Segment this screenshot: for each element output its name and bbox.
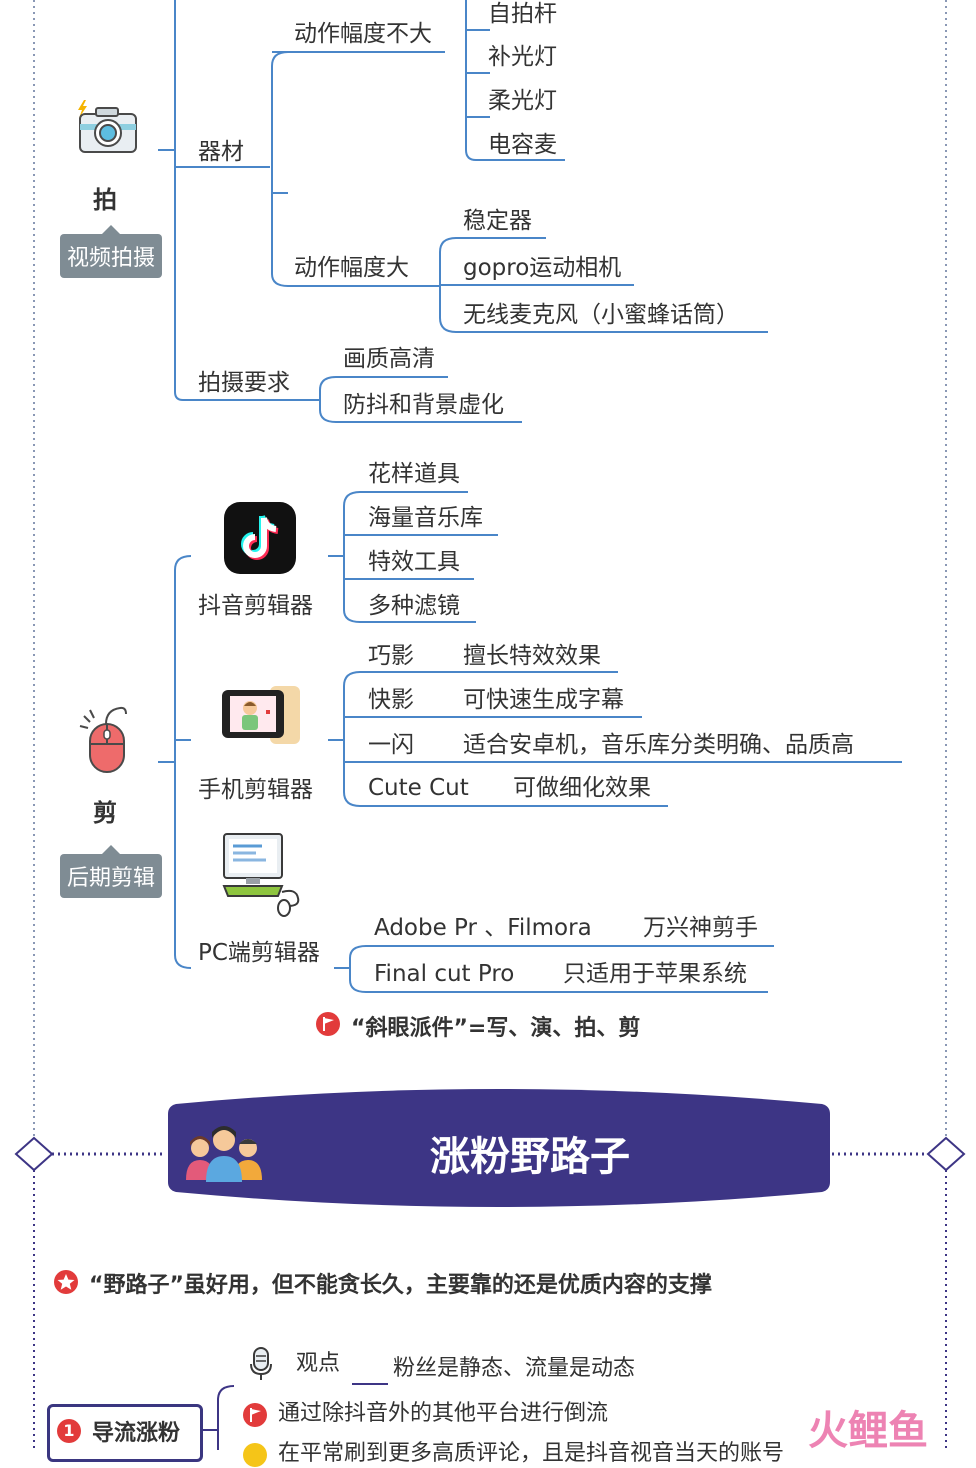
node-app-cutecut-desc: 可做细化效果 [513, 775, 651, 801]
node-small-motion: 动作幅度不大 [294, 21, 432, 47]
node-music-library: 海量音乐库 [368, 505, 483, 531]
tag-video-shooting: 视频拍摄 [60, 225, 163, 278]
number-badge-text: 1 [63, 1421, 75, 1440]
bulb-icon [243, 1443, 267, 1467]
tag-post-editing: 后期剪辑 [60, 845, 163, 898]
node-app-finalcut: Final cut Pro [374, 961, 515, 987]
category-shoot: 拍 [93, 186, 117, 214]
node-app-finalcut-desc: 只适用于苹果系统 [563, 961, 747, 987]
node-app-adobe-filmora: Adobe Pr 、Filmora [374, 915, 592, 941]
node-wireless-mic: 无线麦克风（小蜜蜂话筒） [463, 302, 739, 328]
star-badge-icon [54, 1270, 78, 1294]
mouse-icon [79, 706, 127, 773]
section-banner [168, 1089, 830, 1207]
node-app-yishan: 一闪 [368, 732, 414, 758]
section-title: 涨粉野路子 [430, 1134, 630, 1180]
node-shoot-requirements: 拍摄要求 [198, 370, 290, 396]
node-equipment: 器材 [198, 139, 244, 165]
node-viewpoint: 观点 [296, 1351, 341, 1376]
microphone-icon [250, 1347, 272, 1380]
flag-icon-2 [243, 1403, 267, 1427]
number-badge [57, 1419, 81, 1443]
node-gopro: gopro运动相机 [463, 255, 622, 281]
node-selfie-stick: 自拍杆 [488, 1, 557, 27]
node-stabilizer: 稳定器 [463, 208, 532, 234]
node-effects-tool: 特效工具 [368, 549, 460, 575]
node-app-kuaiying-desc: 可快速生成字幕 [463, 687, 624, 713]
group-people-icon [186, 1126, 262, 1182]
node-app-kuaiying: 快影 [368, 687, 414, 713]
node-fill-light: 补光灯 [488, 44, 557, 70]
guide-label: 导流涨粉 [92, 1421, 181, 1446]
summary-note: “斜眼派件”=写、演、拍、剪 [351, 1016, 641, 1041]
watermark-logo: 火鲤鱼 [808, 1408, 928, 1454]
node-big-motion: 动作幅度大 [294, 255, 409, 281]
phone-video-icon [222, 686, 300, 744]
flag-icon [316, 1012, 340, 1036]
node-filters: 多种滤镜 [368, 593, 460, 619]
category-edit: 剪 [93, 799, 117, 827]
node-douyin-editor: 抖音剪辑器 [198, 593, 313, 619]
section-note: “野路子”虽好用，但不能贪长久，主要靠的还是优质内容的支撑 [89, 1273, 712, 1298]
node-app-cutecut: Cute Cut [368, 775, 469, 801]
node-app-wondershare: 万兴神剪手 [643, 915, 758, 941]
node-viewpoint-text: 粉丝是静态、流量是动态 [393, 1356, 636, 1381]
node-cross-platform: 通过除抖音外的其他平台进行倒流 [278, 1401, 609, 1426]
node-mobile-editor: 手机剪辑器 [198, 777, 313, 803]
node-hd-quality: 画质高清 [343, 346, 435, 372]
node-props: 花样道具 [368, 461, 460, 487]
node-pc-editor: PC端剪辑器 [198, 940, 320, 966]
node-condenser-mic: 电容麦 [488, 132, 557, 158]
node-soft-light: 柔光灯 [488, 88, 557, 114]
camera-icon [78, 100, 137, 153]
tiktok-logo-icon [224, 502, 296, 574]
node-stabilize-blur: 防抖和背景虚化 [343, 392, 504, 418]
node-app-qiaoying: 巧影 [368, 643, 414, 669]
desktop-computer-icon [222, 833, 300, 917]
node-app-yishan-desc: 适合安卓机，音乐库分类明确、品质高 [463, 732, 854, 758]
node-quality-comments: 在平常刷到更多高质评论，且是抖音视音当天的账号 [278, 1441, 785, 1466]
node-app-qiaoying-desc: 擅长特效效果 [463, 643, 601, 669]
